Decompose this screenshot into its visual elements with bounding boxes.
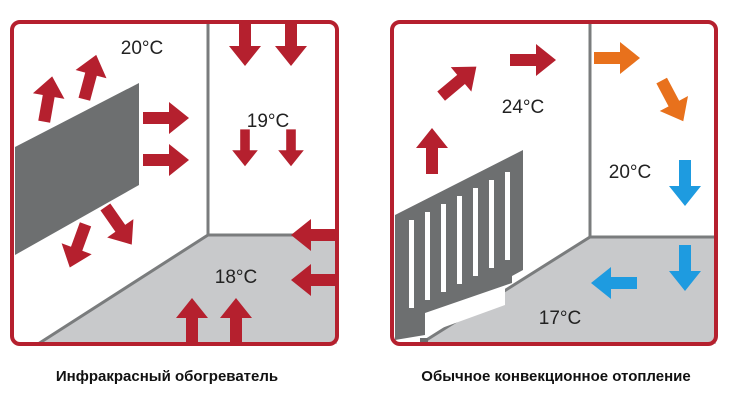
room-frame [10,20,339,346]
radiator-slat [441,204,446,292]
radiator-slat [457,196,462,284]
arrow-icon [291,219,337,251]
arrow-icon [437,66,477,101]
temp-upper-wall: 20°C [121,38,163,59]
arrow-icon [220,298,252,344]
arrow-icon [75,54,107,101]
temp-floor: 17°C [539,308,581,329]
infrared-panel: 20°C 19°C 18°C [10,20,339,346]
arrow-icon [176,298,208,344]
arrow-icon [669,245,701,291]
radiator-slat [505,172,510,260]
arrow-icon [32,76,65,123]
temp-floor: 18°C [215,267,257,288]
convection-panel: 24°C 20°C 17°C [390,20,718,346]
arrow-icon [291,264,337,296]
infrared-heater-panel [15,83,139,255]
heat-arrows [32,20,337,344]
temp-side-wall: 20°C [609,162,651,183]
temp-upper-air: 24°C [502,97,544,118]
arrow-icon [416,128,448,174]
arrow-icon [656,77,689,122]
arrow-icon [61,222,92,268]
radiator [395,150,523,344]
infrared-caption: Инфракрасный обогреватель [55,368,279,385]
radiator-slat [489,180,494,268]
arrow-icon [594,42,640,74]
arrow-icon [591,267,637,299]
arrow-icon [278,129,304,167]
temp-side-wall: 19°C [247,111,289,132]
arrow-icon [229,20,261,66]
arrow-icon [143,102,189,134]
floor [38,235,337,344]
arrow-icon [669,160,701,206]
airflow-arrows [416,42,701,299]
convection-caption: Обычное конвекционное отопление [421,368,691,385]
room-frame [390,20,718,346]
arrow-icon [510,44,556,76]
radiator-slat [409,220,414,308]
floor [420,237,716,344]
radiator-slat [473,188,478,276]
radiator-slat [425,212,430,300]
arrow-icon [100,203,134,245]
arrow-icon [275,20,307,66]
arrow-icon [232,129,258,167]
arrow-icon [143,144,189,176]
